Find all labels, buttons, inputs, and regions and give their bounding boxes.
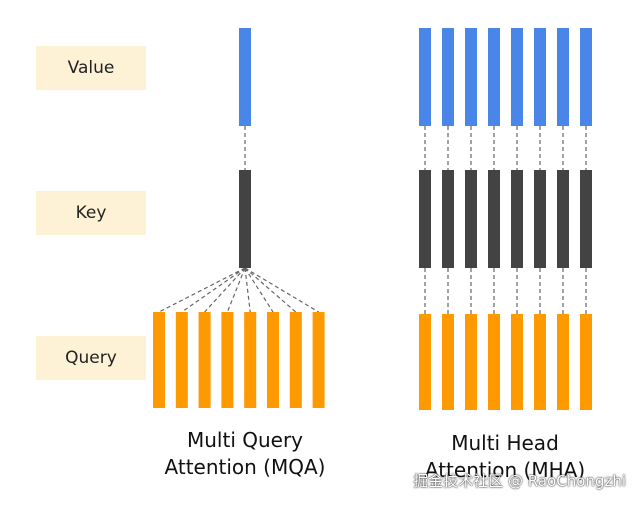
mha-key-bar-3 bbox=[465, 170, 477, 268]
mqa-query-bar-1 bbox=[153, 312, 165, 408]
mha-query-bar-5 bbox=[511, 314, 523, 410]
mqa-caption-line2: Attention (MQA) bbox=[164, 455, 326, 479]
mqa-query-bar-4 bbox=[221, 312, 234, 408]
mha-key-bar-5 bbox=[511, 170, 523, 268]
mha-value-bar-1 bbox=[419, 28, 431, 126]
mha-value-bar-7 bbox=[557, 28, 569, 126]
mha-value-bar-2 bbox=[442, 28, 454, 126]
mha-key-bar-2 bbox=[442, 170, 454, 268]
mha-key-bar-1 bbox=[419, 170, 431, 268]
mqa-key-query-connector-4 bbox=[226, 267, 246, 313]
mqa-key-query-connector-5 bbox=[244, 267, 251, 313]
key-label: Key bbox=[36, 191, 146, 235]
mha-query-bar-1 bbox=[419, 314, 431, 410]
mha-query-bar-2 bbox=[442, 314, 454, 410]
mha-caption-line1: Multi Head bbox=[451, 431, 559, 455]
watermark: 掘金技术社区 @ RaoChongzhi bbox=[413, 472, 626, 490]
mqa-query-bar-5 bbox=[244, 312, 257, 408]
mha-query-bar-3 bbox=[465, 314, 477, 410]
mha-query-bar-4 bbox=[488, 314, 500, 410]
mqa-key-query-connector-2 bbox=[181, 267, 246, 313]
mqa-query-bar-2 bbox=[175, 312, 188, 408]
mha-query-bar-7 bbox=[557, 314, 569, 410]
mha-key-bar-8 bbox=[580, 170, 592, 268]
mqa-query-bar-6 bbox=[267, 312, 279, 408]
mha-value-bar-8 bbox=[580, 28, 592, 126]
mha-caption-line2: Attention (MHA) bbox=[424, 458, 586, 482]
mha-caption: Multi Head Attention (MHA) bbox=[410, 430, 600, 484]
mqa-caption: Multi Query Attention (MQA) bbox=[150, 427, 340, 481]
mha-value-bar-5 bbox=[511, 28, 523, 126]
mha-key-bar-4 bbox=[488, 170, 500, 268]
mqa-query-bar-7 bbox=[289, 312, 302, 408]
query-label: Query bbox=[36, 336, 146, 380]
mqa-caption-line1: Multi Query bbox=[186, 428, 304, 452]
mha-query-bar-8 bbox=[580, 314, 592, 410]
mha-value-bar-4 bbox=[488, 28, 500, 126]
mqa-key-bar bbox=[239, 170, 251, 268]
value-label: Value bbox=[36, 46, 146, 90]
mqa-query-bar-3 bbox=[198, 312, 211, 408]
mha-query-bar-6 bbox=[534, 314, 546, 410]
mqa-key-query-connector-6 bbox=[244, 267, 274, 313]
mqa-key-query-connector-3 bbox=[204, 267, 246, 313]
mqa-value-bar bbox=[239, 28, 251, 126]
mha-key-bar-7 bbox=[557, 170, 569, 268]
mqa-query-bar-8 bbox=[312, 312, 325, 408]
mqa-key-query-connector-1 bbox=[158, 267, 246, 313]
mha-value-bar-3 bbox=[465, 28, 477, 126]
mqa-key-query-connector-7 bbox=[244, 267, 297, 313]
mha-value-bar-6 bbox=[534, 28, 546, 126]
mha-key-bar-6 bbox=[534, 170, 546, 268]
mqa-key-query-connector-8 bbox=[244, 267, 319, 313]
